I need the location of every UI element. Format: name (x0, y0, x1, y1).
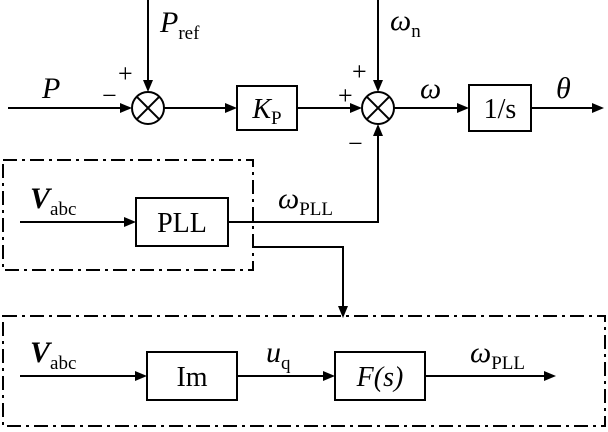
pll-block (135, 197, 229, 247)
uq-label: uq (266, 336, 291, 374)
kp-to-sum2-arrowhead (350, 103, 362, 113)
pll-dashed-frame (2, 159, 254, 271)
p-input-arrowhead (120, 103, 132, 113)
vabc-label-top: Vabc (30, 182, 76, 220)
pll-detail-link-wire (253, 246, 344, 306)
kp-block (236, 85, 298, 131)
vabc-label-bottom: Vabc (30, 336, 76, 374)
sum2-minus-sign: − (348, 129, 363, 158)
pref-label: Pref (159, 6, 200, 44)
omega-n-label: ωn (390, 4, 421, 42)
integrator-block (468, 84, 532, 132)
omega-pll-label-bottom: ωPLL (470, 336, 525, 374)
omega-pll-feedback-wire (228, 136, 379, 223)
im-block-label: Im (176, 362, 207, 393)
omega-pll-out-arrowhead (544, 371, 556, 381)
omega-pll-feedback-arrowhead (373, 124, 383, 136)
sum2-to-integrator-arrowhead (457, 103, 469, 113)
filter-block (334, 351, 426, 401)
pll-detail-dashed-frame (2, 315, 606, 427)
omega-label: ω (420, 72, 441, 105)
pll-block-label: PLL (157, 208, 207, 239)
sum2-plus-sign-left: + (338, 81, 353, 110)
vabc-to-pll-arrowhead (124, 217, 136, 227)
integrator-block-label: 1/s (484, 94, 517, 125)
omega-pll-label-top: ωPLL (278, 182, 333, 220)
sum1-minus-sign: − (102, 81, 117, 110)
sum2-plus-sign-top: + (352, 57, 367, 86)
im-block (146, 351, 238, 401)
theta-output-arrowhead (592, 103, 604, 113)
pref-arrowhead (143, 80, 153, 92)
summing-junction-2 (361, 91, 395, 125)
kp-block-label: KP (251, 94, 281, 129)
p-label: P (41, 72, 60, 105)
sum1-to-kp-arrowhead (225, 103, 237, 113)
pll-detail-link-arrowhead (338, 306, 348, 318)
omega-n-arrowhead (373, 80, 383, 92)
theta-label: θ (556, 72, 571, 105)
sum1-plus-sign: + (118, 59, 133, 88)
filter-block-label: F(s) (356, 362, 404, 393)
vabc-to-im-arrowhead (135, 371, 147, 381)
summing-junction-1 (131, 91, 165, 125)
uq-arrowhead (323, 371, 335, 381)
